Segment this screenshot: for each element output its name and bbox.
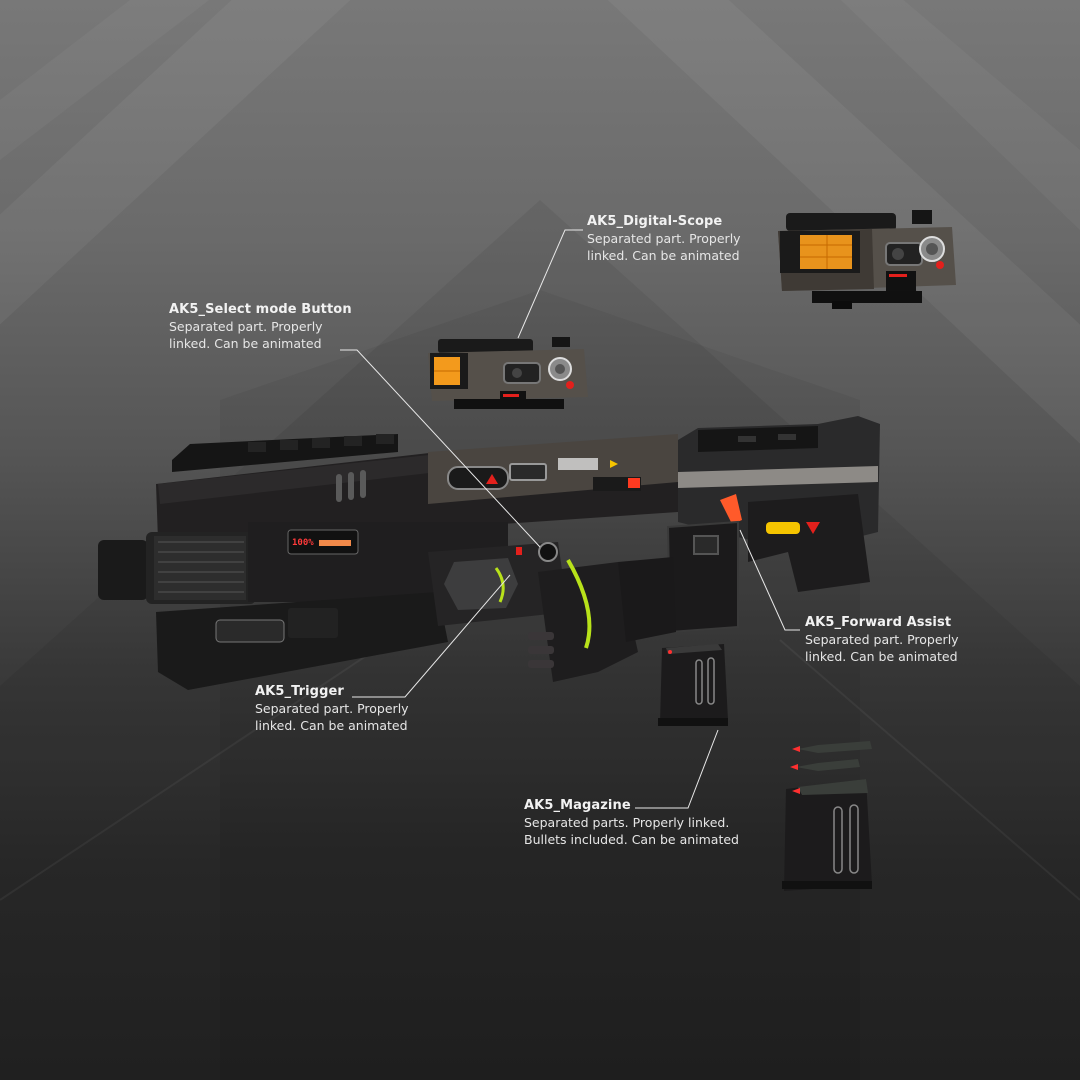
callout-description: Separated parts. Properly linked.	[524, 815, 730, 830]
magazine-render	[658, 644, 728, 726]
callout-title: AK5_Digital-Scope	[587, 214, 723, 229]
callout-select-mode-button: AK5_Select mode Button Separated part. P…	[169, 301, 352, 352]
callout-description: linked. Can be animated	[805, 649, 958, 664]
callout-description: Bullets included. Can be animated	[524, 832, 739, 847]
ammo-percentage-display: 100%	[292, 538, 352, 548]
callout-description: Separated part. Properly	[587, 231, 741, 246]
callout-title: AK5_Forward Assist	[805, 615, 952, 630]
leader-digital-scope	[517, 229, 583, 339]
callout-digital-scope: AK5_Digital-Scope Separated part. Proper…	[587, 213, 741, 264]
bullets-and-magazine-render	[782, 741, 872, 891]
digital-scope-render-large	[778, 210, 956, 309]
callout-title: AK5_Trigger	[255, 684, 344, 699]
ak5-rifle-render	[98, 416, 880, 690]
callout-description: Separated part. Properly	[805, 632, 959, 647]
callout-description: Separated part. Properly	[255, 701, 409, 716]
callout-description: linked. Can be animated	[169, 336, 322, 351]
callout-title: AK5_Select mode Button	[169, 302, 352, 317]
bullet-2	[790, 759, 860, 771]
callout-description: linked. Can be animated	[587, 248, 740, 263]
digital-scope-render-small	[428, 337, 588, 409]
callout-forward-assist: AK5_Forward Assist Separated part. Prope…	[805, 614, 959, 665]
callout-description: Separated part. Properly	[169, 319, 323, 334]
callout-title: AK5_Magazine	[524, 798, 631, 813]
callout-trigger: AK5_Trigger Separated part. Properly lin…	[255, 683, 409, 734]
bullet-1	[792, 741, 872, 753]
callout-magazine: AK5_Magazine Separated parts. Properly l…	[524, 797, 739, 848]
callout-description: linked. Can be animated	[255, 718, 408, 733]
